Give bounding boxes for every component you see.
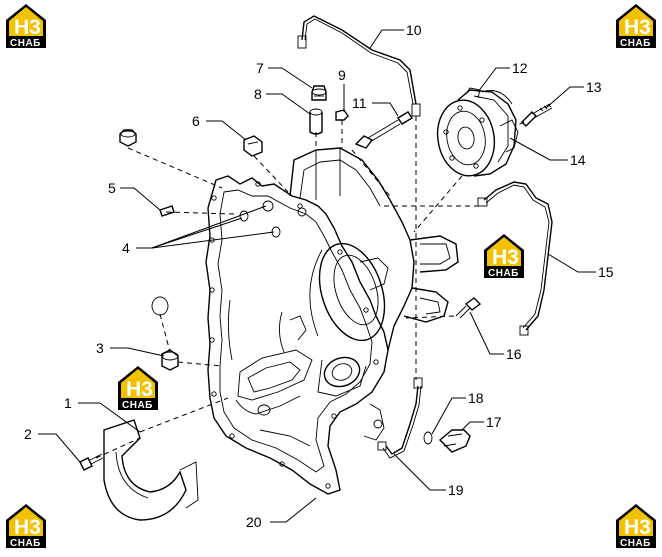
callout-18: 18 [468,390,484,406]
brand-logo-center-right: H3 СНАБ [480,232,528,280]
callout-17: 17 [486,414,502,430]
callout-11: 11 [352,95,367,111]
plug-6[interactable] [243,135,263,157]
plug-7[interactable] [311,85,327,101]
tube-19[interactable] [377,377,423,459]
callout-6: 6 [192,113,200,129]
logo-mark: H3 [492,246,519,269]
callout-13: 13 [586,79,602,95]
logo-mark: H3 [126,378,153,401]
tube-15[interactable] [477,181,553,336]
callout-5: 5 [108,180,116,196]
brand-logo-top-left: H3 СНАБ [2,2,50,50]
logo-text: СНАБ [10,538,41,549]
shield-1[interactable] [103,419,199,521]
callout-10: 10 [406,22,422,38]
logo-mark: H3 [624,16,651,39]
bushing-8[interactable] [309,108,323,135]
callout-labels: 1 2 3 4 5 6 7 8 9 10 11 12 13 14 15 16 1… [24,22,614,530]
oring-18[interactable] [423,431,433,445]
callout-19: 19 [448,482,464,498]
logo-text: СНАБ [620,538,651,549]
pin-5[interactable] [159,205,175,217]
brand-logo-bottom-right: H3 СНАБ [612,502,660,550]
logo-mark: H3 [624,516,651,539]
housing-20[interactable] [205,147,459,495]
callout-3: 3 [96,340,104,356]
brand-logo-top-right: H3 СНАБ [612,2,660,50]
callout-20: 20 [246,514,262,530]
callout-4: 4 [122,240,130,256]
gasket-14[interactable] [499,119,519,153]
callout-12: 12 [512,60,528,76]
tube-10[interactable] [297,15,421,117]
oring-3a[interactable] [151,296,169,316]
leader-lines [38,29,596,523]
nut-9[interactable] [335,109,349,121]
logo-text: СНАБ [122,400,153,411]
alignment-lines [95,116,525,459]
callout-15: 15 [598,264,614,280]
brand-logo-center-left: H3 СНАБ [114,364,162,412]
bolt-13[interactable] [521,103,553,127]
logo-mark: H3 [14,516,41,539]
logo-text: СНАБ [10,38,41,49]
callout-1: 1 [64,395,72,411]
callout-2: 2 [24,426,32,442]
logo-mark: H3 [14,16,41,39]
fitting-17[interactable] [438,429,471,453]
fitting-11[interactable] [354,111,413,149]
callout-16: 16 [506,346,522,362]
callout-7: 7 [256,60,264,76]
bolt-2[interactable] [79,453,104,471]
callout-9: 9 [338,67,346,83]
callout-8: 8 [254,86,262,102]
logo-text: СНАБ [488,268,519,279]
callout-14: 14 [570,152,586,168]
brand-logo-bottom-left: H3 СНАБ [2,502,50,550]
plug-3[interactable] [161,349,179,371]
cap-part[interactable] [119,129,137,147]
orings-4[interactable] [239,200,307,238]
pump-12[interactable] [432,87,517,180]
logo-text: СНАБ [620,38,651,49]
bolt-16[interactable] [455,297,482,319]
